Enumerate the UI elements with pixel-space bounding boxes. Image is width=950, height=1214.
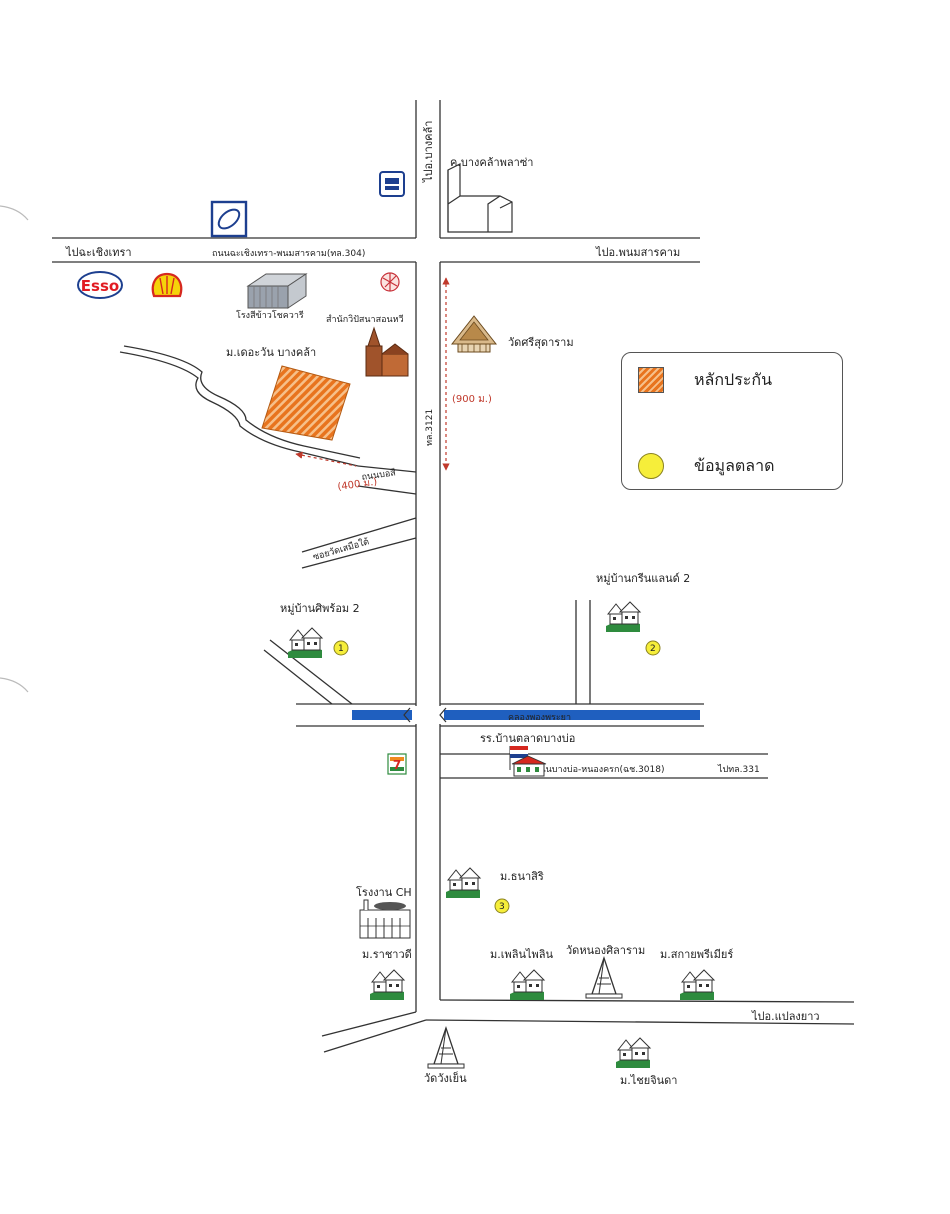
collateral-parcel[interactable] <box>261 365 351 441</box>
scan-mark <box>0 205 29 221</box>
legend-row-market: ข้อมูลตลาด <box>638 453 774 479</box>
factory-label: โรงงาน CH <box>356 885 412 899</box>
esso-logo-icon: Esso <box>77 271 123 299</box>
office-label: สำนักวิปัสนาสอนหวี <box>326 314 404 325</box>
plaza-label: ค.บางคล้าพลาซ่า <box>450 156 533 169</box>
map-legend: หลักประกัน ข้อมูลตลาด <box>621 352 843 490</box>
road-label-331: ไปทล.331 <box>717 764 760 775</box>
canal-label: คลองพองพระยา <box>508 713 571 723</box>
village2-label: หมู่บ้านกรีนแลนด์ 2 <box>596 572 690 585</box>
legend-market-label: ข้อมูลตลาด <box>694 455 775 475</box>
warehouse-icon <box>246 273 308 309</box>
road-label-east: ไปอ.พนมสารคาม <box>595 246 680 259</box>
rachawadee-label: ม.ราชาวดี <box>362 948 412 961</box>
ploenplin-label: ม.เพลินไพลิน <box>490 948 554 961</box>
stupa-icon <box>585 957 623 999</box>
tanasiri-label: ม.ธนาสิริ <box>500 870 544 883</box>
seven-eleven-text: 7 <box>393 758 401 772</box>
ptt-logo-icon <box>210 200 248 238</box>
market-marker-2-label: 2 <box>650 644 656 654</box>
market-marker-1[interactable] <box>333 640 349 656</box>
road-label-3121: ทล.3121 <box>425 409 435 446</box>
road-label-plaengyao: ไปอ.แปลงยาว <box>751 1010 820 1023</box>
house-icon <box>679 969 715 1001</box>
canal <box>352 710 412 720</box>
house-icon <box>369 969 405 1001</box>
distance-label-400: (400 ม.) <box>337 477 378 493</box>
market-dot-icon <box>638 453 664 479</box>
road-label-304: ถนนฉะเชิงเทรา-พนมสารคาม(ทล.304) <box>212 248 365 259</box>
legend-row-collateral: หลักประกัน <box>638 367 772 393</box>
wat-wang-label: วัดวังเย็น <box>424 1071 467 1085</box>
road-network <box>52 100 855 1053</box>
school-label: รร.บ้านตลาดบางบ่อ <box>480 732 575 745</box>
market-marker-2[interactable] <box>645 640 661 656</box>
house-icon <box>605 601 641 633</box>
road-label-north: ไปอ.บางคล้า <box>422 121 435 183</box>
factory-icon <box>359 899 411 939</box>
road-label-west: ไปฉะเชิงเทรา <box>65 246 132 259</box>
road-label-bosi: ถนนบอสี <box>361 467 397 483</box>
collateral-swatch-icon <box>638 367 664 393</box>
house-icon <box>615 1037 651 1069</box>
shell-logo-icon <box>151 272 183 298</box>
church-icon <box>365 326 409 377</box>
school-icon <box>509 746 547 777</box>
market-marker-1-label: 1 <box>338 644 344 654</box>
esso-logo-text: Esso <box>81 277 119 295</box>
market-marker-3[interactable] <box>494 898 510 914</box>
sakai-label: ม.สกายพรีเมียร์ <box>660 948 733 961</box>
scan-mark <box>0 677 29 693</box>
village1-label: หมู่บ้านศิพร้อม 2 <box>280 602 360 615</box>
house-icon <box>509 969 545 1001</box>
yarn-icon <box>380 272 400 292</box>
road-label-3018: ถนนบางบ่อ-หนองครก(ฉช.3018) <box>534 765 665 775</box>
distance-label-900: (900 ม.) <box>452 394 492 405</box>
subject-estate-label: ม.เดอะวัน บางคล้า <box>226 346 316 359</box>
market-marker-3-label: 3 <box>499 902 505 912</box>
distance-arrow-400 <box>295 451 357 467</box>
house-icon <box>445 867 481 899</box>
wat-nong-label: วัดหนองศิลาราม <box>566 944 645 957</box>
legend-collateral-label: หลักประกัน <box>694 369 773 389</box>
house-icon <box>287 627 323 659</box>
stupa-icon <box>427 1027 465 1069</box>
bank-logo-icon <box>379 171 405 197</box>
plaza-building-icon <box>447 163 513 233</box>
temple-icon <box>450 315 498 353</box>
canal <box>444 710 700 720</box>
seven-eleven-icon: 7 <box>387 753 407 775</box>
rice-mill-label: โรงสีข้าวโชควารี <box>236 310 304 321</box>
wat-sri-label: วัดศรีสุดาราม <box>508 336 574 349</box>
chaiyachinda-label: ม.ไชยจินดา <box>620 1074 677 1087</box>
